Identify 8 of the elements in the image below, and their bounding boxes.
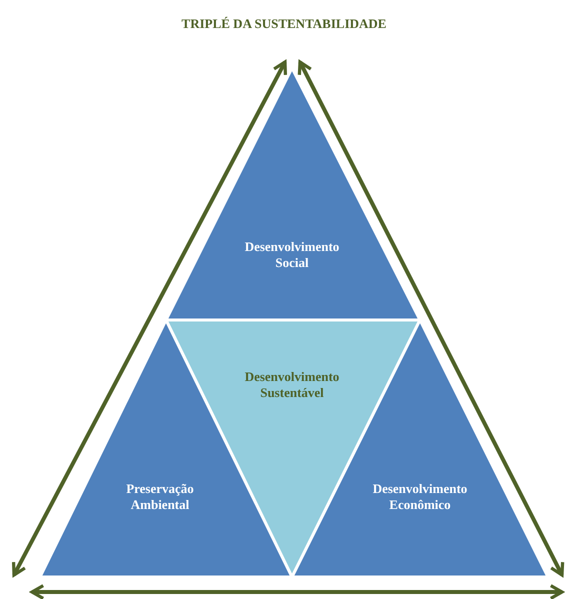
double-arrow bbox=[12, 60, 288, 577]
double-arrow bbox=[30, 584, 564, 599]
double-arrow bbox=[298, 60, 564, 577]
triangle-label: Desenvolvimento Social bbox=[244, 239, 340, 271]
title: TRIPLÉ DA SUSTENTABILIDADE bbox=[180, 16, 388, 32]
triangle-label: Preservação Ambiental bbox=[125, 481, 195, 513]
triangle-label: Desenvolvimento Econômico bbox=[372, 481, 468, 513]
triangle-label: Desenvolvimento Sustentável bbox=[244, 369, 340, 401]
